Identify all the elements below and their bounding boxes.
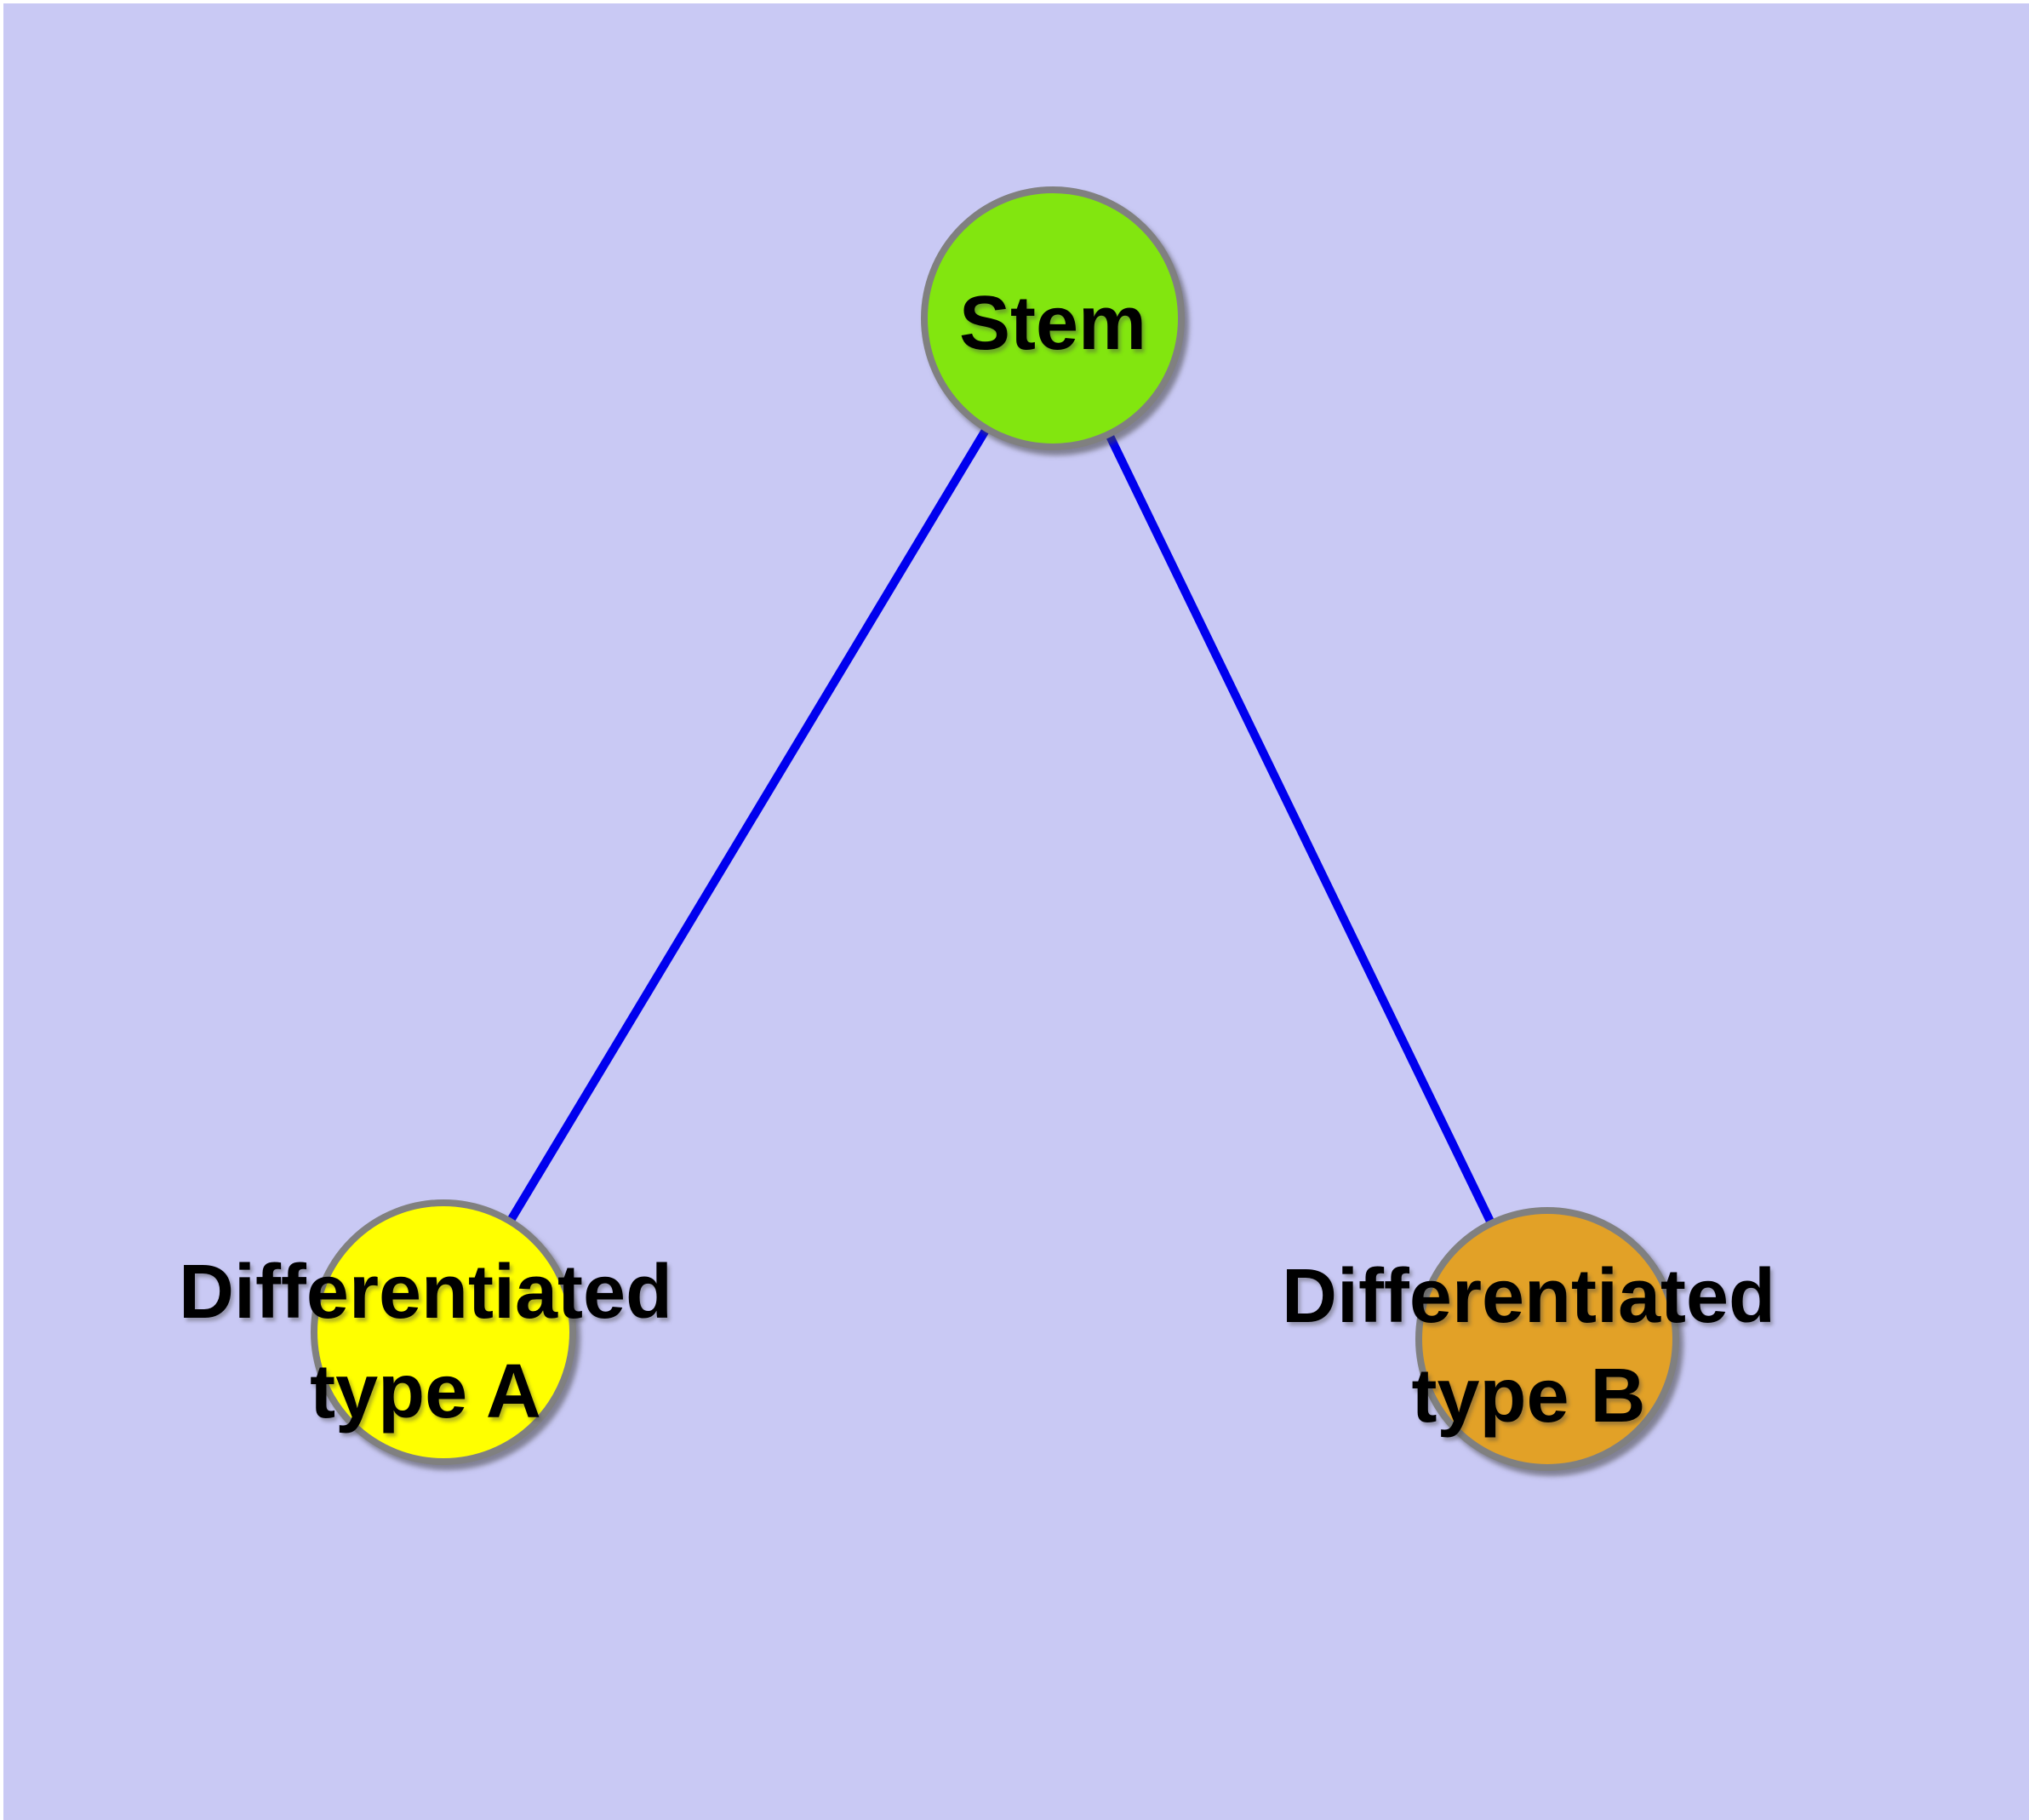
- node-type-b-label-line1: Differentiated: [1282, 1254, 1775, 1339]
- node-stem: [921, 186, 1185, 450]
- node-differentiated-type-a: [311, 1199, 576, 1465]
- edge-stem-to-type-a: [439, 316, 1057, 1335]
- node-differentiated-type-b: [1415, 1207, 1679, 1471]
- edge-stem-to-type-b: [1049, 316, 1552, 1342]
- node-type-a-label-line1: Differentiated: [179, 1250, 672, 1335]
- node-type-b-label-line2: type B: [1411, 1354, 1645, 1439]
- node-stem-label: Stem: [959, 281, 1146, 366]
- node-type-a-label-line2: type A: [310, 1349, 541, 1434]
